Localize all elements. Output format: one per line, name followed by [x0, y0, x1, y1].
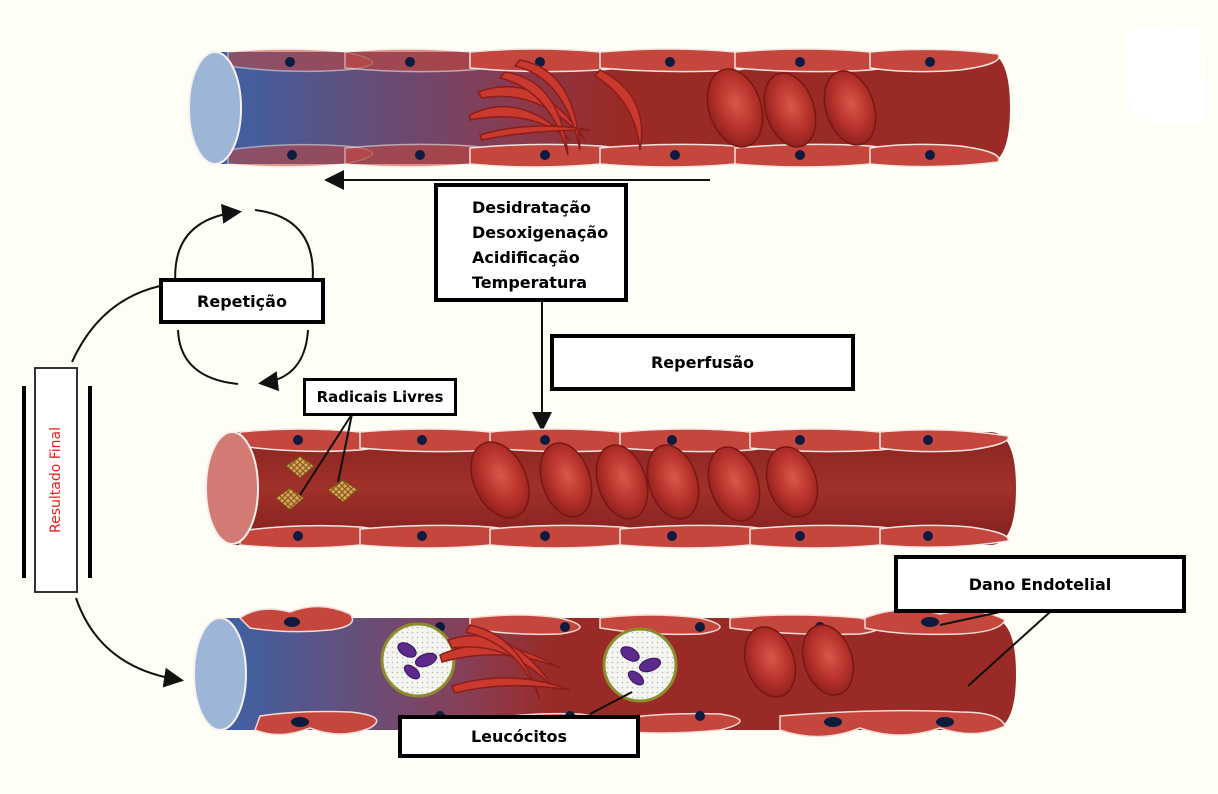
free-radicals-label: Radicais Livres — [303, 378, 457, 416]
endothelium-bottom — [228, 144, 999, 167]
endothelial-damage-label: Dano Endotelial — [894, 555, 1186, 613]
endothelium-bottom — [240, 525, 1008, 548]
red-blood-cell-icon — [698, 62, 885, 154]
leukocytes-label: Leucócitos — [398, 715, 640, 758]
factors-box: Desidratação Desoxigenação Acidificação … — [434, 183, 628, 302]
factor-deoxygenation: Desoxigenação — [472, 220, 614, 245]
vessel-opening — [194, 618, 246, 730]
factor-acidification: Acidificação — [472, 245, 614, 270]
corner-blob — [1125, 26, 1206, 124]
factor-dehydration: Desidratação — [472, 195, 614, 220]
final-result-label: Resultado Final — [48, 427, 64, 533]
endothelium-top — [228, 49, 999, 72]
leukocyte-icon — [604, 629, 676, 701]
vessel-reperfused — [206, 414, 1016, 548]
final-result-box: Resultado Final — [34, 367, 78, 593]
vessel-hypoxic — [189, 49, 1010, 167]
vessel-opening — [189, 52, 241, 164]
reperfusion-label: Reperfusão — [550, 334, 855, 391]
vessel-opening — [206, 432, 258, 544]
repetition-label: Repetição — [159, 278, 325, 324]
factor-temperature: Temperatura — [472, 270, 614, 295]
